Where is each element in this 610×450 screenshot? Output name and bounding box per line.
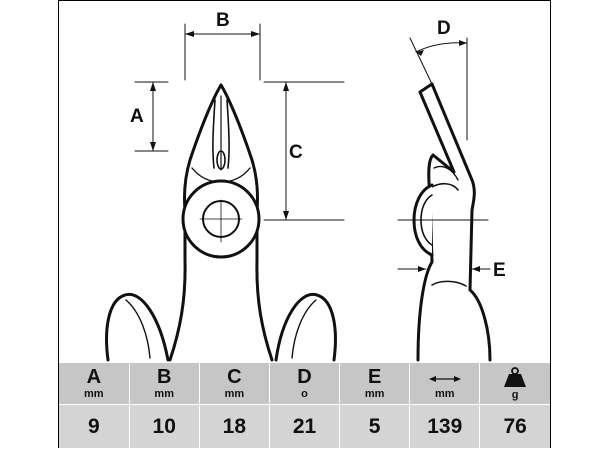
spec-value-c: 18 <box>198 404 270 448</box>
spec-header-b: B mm <box>128 363 200 405</box>
spec-header-d: D o <box>268 363 340 405</box>
spec-letter: A <box>86 366 102 388</box>
spec-letter: E <box>367 366 382 388</box>
spec-unit: mm <box>434 388 455 400</box>
spec-unit: mm <box>364 388 385 400</box>
dimension-label-b: B <box>216 10 230 31</box>
dimension-label-c: C <box>289 142 303 163</box>
weight-icon <box>480 366 550 388</box>
spec-letter: D <box>297 366 312 388</box>
spec-unit: mm <box>84 388 104 400</box>
technical-drawing <box>105 23 492 362</box>
spec-value-e: 5 <box>339 404 410 448</box>
spec-unit: g <box>511 389 519 401</box>
spec-letter: C <box>227 366 242 388</box>
spec-value-d: 21 <box>268 404 340 448</box>
front-view-dimensions <box>134 23 345 243</box>
spec-header-e: E mm <box>339 363 410 405</box>
spec-value-length: 139 <box>409 404 480 448</box>
specs-header-row: A mm B mm C mm D o E mm m <box>59 363 550 405</box>
dimension-label-a: A <box>130 106 144 127</box>
spec-value-b: 10 <box>128 404 200 448</box>
specs-value-row: 9 10 18 21 5 139 76 <box>59 404 550 448</box>
spec-letter: B <box>156 366 172 388</box>
double-arrow-icon <box>410 367 479 387</box>
specs-table: A mm B mm C mm D o E mm m <box>59 363 550 448</box>
spec-unit: mm <box>224 388 245 400</box>
spec-header-length: mm <box>409 363 480 405</box>
dimension-label-d: D <box>437 18 451 39</box>
spec-header-a: A mm <box>59 363 130 405</box>
spec-value-a: 9 <box>59 404 130 448</box>
spec-unit: o <box>301 388 308 400</box>
side-view-dimensions <box>397 37 491 291</box>
spec-header-weight: g <box>479 363 550 405</box>
spec-unit: mm <box>154 388 174 400</box>
side-view-plier <box>412 82 492 362</box>
dimension-label-e: E <box>493 260 506 281</box>
spec-header-c: C mm <box>198 363 270 405</box>
dimension-arrowheads <box>150 31 480 272</box>
spec-value-weight: 76 <box>479 404 550 448</box>
